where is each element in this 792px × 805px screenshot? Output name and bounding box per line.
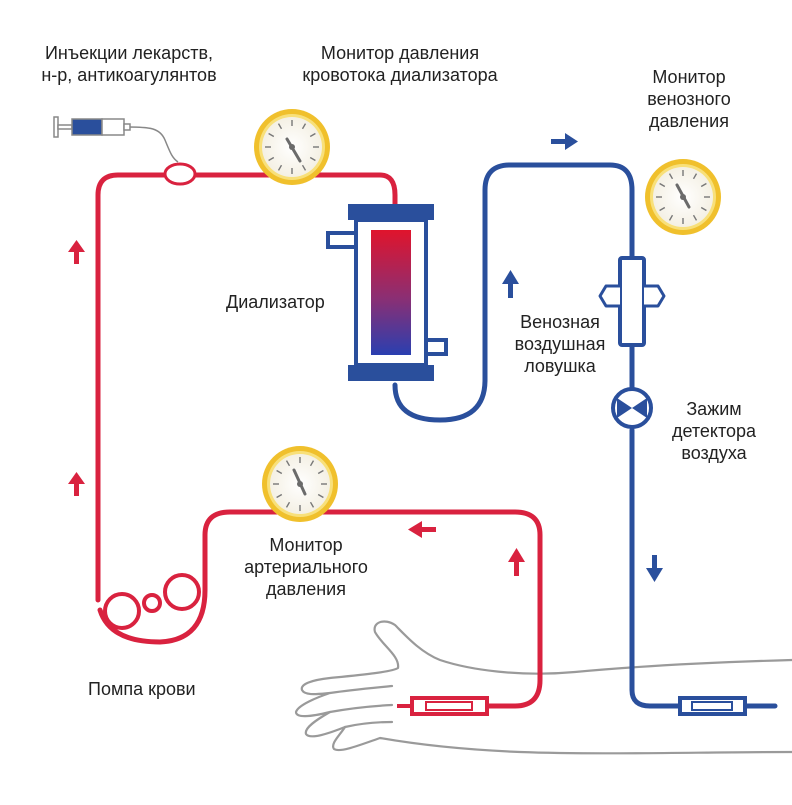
arrow-right-top — [551, 133, 578, 150]
label-venous-monitor-line2: венозного — [647, 89, 731, 109]
label-arterial-monitor-line3: давления — [266, 579, 346, 599]
label-venous-monitor: Монитор венозного давления — [624, 66, 754, 132]
label-air-trap: Венозная воздушная ловушка — [500, 311, 620, 377]
label-air-trap-line1: Венозная — [520, 312, 600, 332]
label-clamp-line2: детектора — [671, 421, 757, 441]
venous-line — [392, 162, 778, 709]
label-arterial-monitor-line2: артериального — [244, 557, 368, 577]
arterial-line — [95, 172, 543, 709]
injection-port — [163, 162, 197, 186]
arrow-down-right — [646, 555, 663, 582]
label-dialyzer-monitor: Монитор давления кровотока диализатора — [270, 42, 530, 86]
label-clamp-line1: Зажим — [686, 399, 742, 419]
arrow-up-left-upper — [68, 240, 85, 264]
blood-pump-icon — [103, 573, 201, 630]
dialyzer-icon — [326, 204, 448, 381]
label-clamp-line3: воздуха — [681, 443, 747, 463]
label-air-trap-line3: ловушка — [524, 356, 596, 376]
arterial-needle-icon — [397, 696, 489, 716]
flow-arrows — [68, 133, 663, 582]
label-clamp: Зажим детектора воздуха — [654, 398, 774, 464]
arrow-up-venous — [502, 270, 519, 298]
label-injections-line2: н-р, антикоагулянтов — [41, 65, 217, 85]
label-dialyzer-monitor-line2: кровотока диализатора — [302, 65, 498, 85]
label-venous-monitor-line3: давления — [649, 111, 729, 131]
label-injections-line1: Инъекции лекарств, — [44, 43, 214, 63]
label-venous-monitor-line1: Монитор — [652, 67, 726, 87]
label-dialyzer-monitor-line1: Монитор давления — [320, 43, 480, 63]
label-injections: Инъекции лекарств, н-р, антикоагулянтов — [14, 42, 244, 86]
label-air-trap-line2: воздушная — [514, 334, 606, 354]
gauge-venous-pressure — [645, 159, 721, 235]
syringe-icon — [53, 116, 179, 163]
label-arterial-monitor: Монитор артериального давления — [226, 534, 386, 600]
label-pump: Помпа крови — [88, 679, 196, 699]
label-dialyzer: Диализатор — [226, 292, 325, 312]
arm-outline — [294, 620, 792, 755]
air-trap-icon — [598, 256, 666, 347]
air-detector-clamp-icon — [611, 387, 653, 429]
arrow-left-lower-loop — [408, 521, 436, 538]
gauge-arterial-pressure — [262, 446, 338, 522]
gauge-dialyzer-pressure — [254, 109, 330, 185]
arrow-up-left-lower — [68, 472, 85, 496]
label-arterial-monitor-line1: Монитор — [269, 535, 343, 555]
venous-needle-icon — [678, 696, 747, 716]
arrow-up-right-loop — [508, 548, 525, 576]
